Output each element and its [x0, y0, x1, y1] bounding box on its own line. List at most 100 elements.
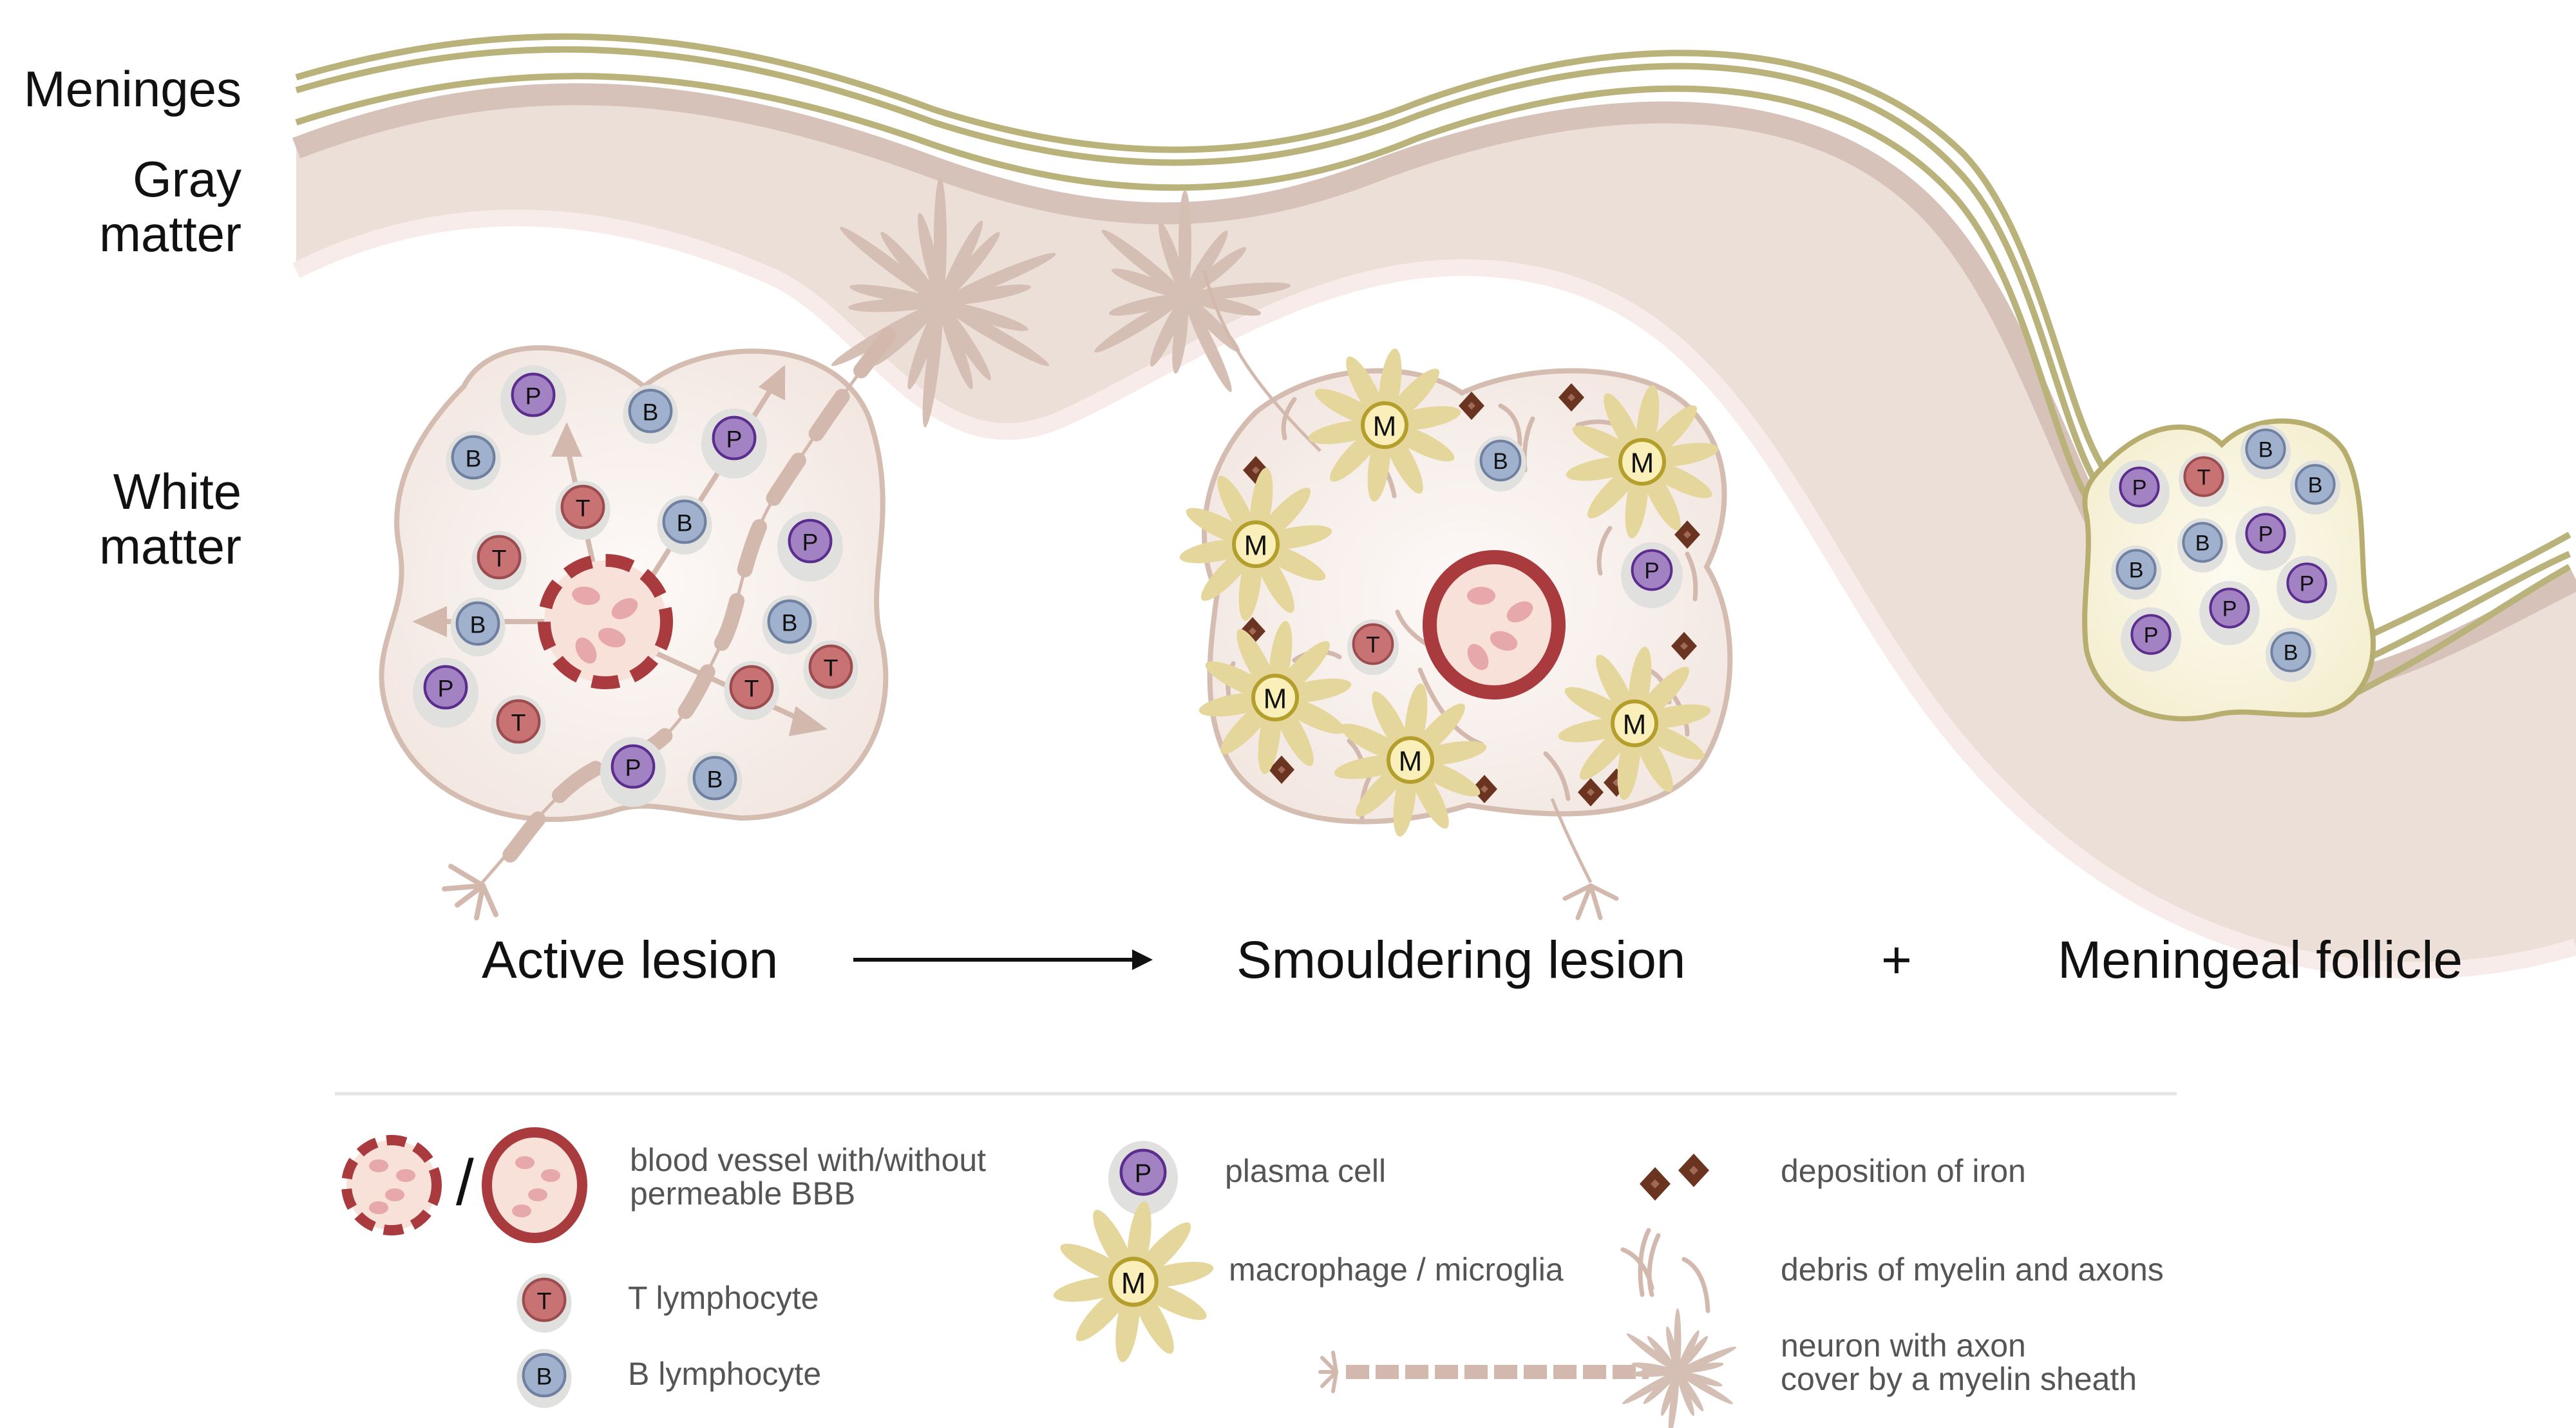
iron-deposit-icon — [1671, 632, 1697, 660]
cell-letter: M — [1121, 1266, 1146, 1300]
cell-letter: M — [1244, 530, 1268, 562]
b-lymphocyte-icon: B — [2240, 424, 2291, 479]
cell-letter: B — [707, 766, 723, 793]
b-lymphocyte-icon: B — [762, 595, 817, 654]
plasma-cell-icon: P — [1621, 542, 1683, 609]
t-lymphocyte-icon: T — [1347, 619, 1399, 675]
plasma-cell-icon: P — [2235, 506, 2296, 571]
plasma-cell-icon: P — [1108, 1141, 1178, 1215]
b-lymphocyte-icon: B — [687, 752, 743, 811]
cell-letter: M — [1264, 683, 1287, 715]
plasma-cell-icon: P — [600, 737, 666, 807]
cell-letter: T — [1366, 633, 1380, 658]
cell-letter: P — [438, 675, 454, 702]
b-lymphocyte-icon: B — [623, 385, 678, 444]
cell-letter: P — [2300, 572, 2315, 596]
plasma-cell-icon: P — [2199, 580, 2260, 645]
cell-letter: T — [2197, 466, 2211, 490]
intact-blood-vessel-icon — [482, 1127, 587, 1243]
intact-blood-vessel-icon — [1423, 550, 1566, 700]
iron-deposit-icon — [1269, 756, 1294, 784]
cell-letter: M — [1373, 411, 1397, 443]
cell-letter: P — [2132, 476, 2147, 500]
cell-letter: B — [466, 445, 482, 472]
legend-blood-vessel-text-line2: permeable BBB — [630, 1176, 855, 1212]
plasma-cell-icon: P — [701, 408, 767, 479]
cell-letter: B — [677, 509, 693, 537]
b-lymphocyte-icon: B — [450, 597, 506, 656]
cell-letter: B — [1493, 449, 1508, 474]
legend-debris-text: debris of myelin and axons — [1781, 1252, 2164, 1288]
legend-b-lymphocyte-text: B lymphocyte — [628, 1356, 821, 1392]
macrophage-icon: M — [1308, 348, 1461, 502]
plasma-cell-icon: P — [500, 365, 566, 435]
cell-letter: P — [1135, 1159, 1151, 1188]
b-lymphocyte-icon: B — [2111, 545, 2161, 600]
smouldering-lesion: M B M M P T M M M — [1179, 270, 1733, 920]
legend-macrophage: M — [1053, 1201, 1214, 1362]
legend-neuron-text-line1: neuron with axon — [1781, 1328, 2026, 1364]
cell-letter: P — [2144, 624, 2159, 648]
cell-letter: B — [2259, 438, 2273, 462]
cell-letter: T — [537, 1288, 552, 1315]
t-lymphocyte-icon: T — [555, 481, 611, 540]
cell-letter: P — [2222, 597, 2237, 622]
white-matter-label-line1: White — [113, 463, 242, 520]
legend-plasma-cell: P — [1108, 1141, 1178, 1215]
cell-letter: B — [2308, 473, 2323, 498]
legend-slash: / — [456, 1147, 474, 1219]
white-matter-label-line2: matter — [99, 518, 242, 575]
cell-letter: P — [2259, 522, 2273, 547]
cell-letter: T — [576, 495, 591, 522]
t-lymphocyte-icon: T — [724, 661, 779, 720]
plasma-cell-icon: P — [2109, 459, 2170, 524]
neuron-icon — [831, 177, 1056, 428]
b-lymphocyte-icon: B — [2290, 460, 2340, 515]
plus-sign: + — [1881, 931, 1912, 989]
legend-blood-vessel-text-line1: blood vessel with/without — [630, 1142, 986, 1178]
legend-iron-text: deposition of iron — [1781, 1153, 2026, 1189]
legend-t-lymphocyte-text: T lymphocyte — [628, 1280, 819, 1316]
t-lymphocyte-icon: T — [803, 640, 858, 700]
b-lymphocyte-icon: B — [1475, 435, 1526, 491]
iron-deposit-icon — [1678, 1154, 1709, 1187]
cell-letter: T — [744, 675, 759, 702]
legend-neuron-text-line2: cover by a myelin sheath — [1781, 1361, 2137, 1397]
iron-deposit-icon — [1578, 778, 1604, 806]
b-lymphocyte-icon: B — [2177, 518, 2228, 573]
b-lymphocyte-icon: B — [446, 431, 501, 490]
meninges-label: Meninges — [24, 61, 242, 117]
cell-letter: P — [802, 529, 819, 556]
cell-letter: B — [782, 609, 798, 636]
iron-deposit-icon — [1674, 520, 1700, 549]
macrophage-icon: M — [1558, 647, 1711, 800]
macrophage-icon: M — [1179, 468, 1332, 621]
myelin-debris-icon — [1620, 1228, 1710, 1313]
macrophage-icon: M — [1334, 683, 1487, 837]
cell-letter: P — [1644, 558, 1659, 584]
cell-letter: T — [492, 545, 507, 572]
cell-letter: B — [2284, 641, 2298, 665]
cell-letter: M — [1399, 746, 1423, 777]
cell-letter: T — [824, 654, 838, 681]
b-lymphocyte-icon: B — [657, 495, 712, 555]
cell-letter: T — [511, 709, 526, 736]
plasma-cell-icon: P — [2121, 607, 2181, 672]
active-lesion-label: Active lesion — [482, 931, 778, 989]
macrophage-icon: M — [1053, 1201, 1214, 1362]
b-lymphocyte-icon: B — [2266, 627, 2316, 682]
t-lymphocyte-icon: T — [471, 531, 527, 590]
smouldering-lesion-label: Smouldering lesion — [1236, 931, 1685, 989]
cell-letter: P — [625, 754, 641, 781]
legend-t-lymphocyte: T — [516, 1273, 572, 1333]
cell-letter: M — [1631, 448, 1654, 479]
cell-letter: B — [536, 1363, 553, 1390]
gray-matter-label-line2: matter — [99, 205, 242, 262]
permeable-blood-vessel-icon — [341, 1135, 442, 1235]
t-lymphocyte-icon: T — [2179, 452, 2229, 507]
gray-matter-label-line1: Gray — [133, 151, 242, 207]
meningeal-follicle-label: Meningeal follicle — [2058, 931, 2463, 989]
iron-deposit-icon — [1472, 775, 1497, 803]
